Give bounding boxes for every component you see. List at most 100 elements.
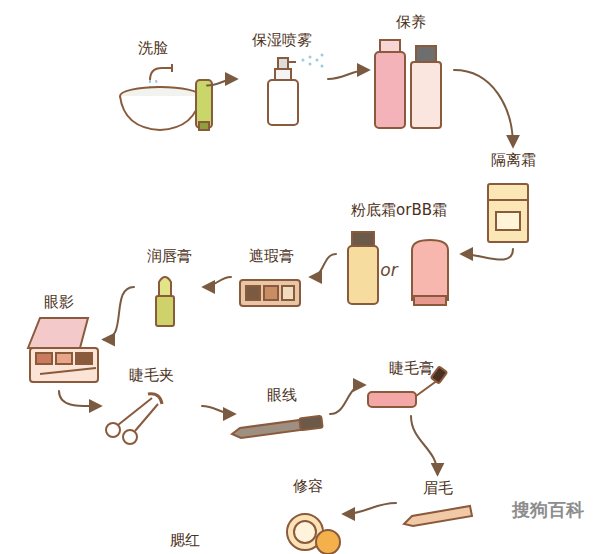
icon-shape <box>150 68 172 80</box>
step-node: 润唇膏 <box>138 246 200 328</box>
icon-shape <box>368 392 416 407</box>
icon-shape <box>156 296 174 326</box>
concealer-palette-icon <box>240 280 300 306</box>
step-node: 眼影 <box>18 292 100 387</box>
eyebrow-pencil-icon <box>404 506 472 526</box>
step-label: 眼影 <box>44 292 74 312</box>
icon-shape <box>246 286 260 300</box>
icon-shape <box>488 184 528 242</box>
icon-shape <box>118 398 152 425</box>
icon-shape <box>348 246 378 304</box>
flow-arrow <box>411 416 438 474</box>
flow-arrow <box>462 249 513 260</box>
watermark: 搜狗百科 <box>512 498 584 522</box>
icon-shape <box>264 286 278 300</box>
icon-shape <box>321 54 324 57</box>
icon-shape <box>316 530 340 554</box>
step-label: 洗脸 <box>138 38 168 58</box>
icon-shape <box>135 404 158 431</box>
flow-arrow <box>330 385 364 414</box>
icon-shape <box>316 59 319 62</box>
sink-icon <box>120 64 212 130</box>
icon-shape <box>171 64 173 72</box>
step-node: 眼线 <box>238 385 326 443</box>
step-label: 保养 <box>396 12 426 32</box>
icon-shape <box>232 420 301 438</box>
step-node: 保养 <box>372 12 450 128</box>
primer-box-icon <box>488 184 528 242</box>
icon-shape <box>404 506 472 526</box>
icon-shape <box>294 521 316 543</box>
eyeshadow-palette-icon <box>28 318 98 382</box>
step-node: 修容 <box>276 476 340 552</box>
eyeliner-icon <box>232 416 323 438</box>
icon-shape <box>30 348 98 382</box>
icon-shape <box>321 65 324 68</box>
step-label: 遮瑕膏 <box>249 246 294 266</box>
icon-shape <box>268 80 298 125</box>
step-label: 修容 <box>293 476 323 496</box>
step-node: 粉底霜orBB霜 <box>340 200 458 308</box>
step-node: 眉毛 <box>400 478 475 528</box>
step-label: 腮红 <box>170 530 200 550</box>
step-node: 腮红 <box>160 530 210 552</box>
icon-shape <box>352 232 374 246</box>
step-label: 润唇膏 <box>147 246 192 266</box>
icon-shape <box>309 63 312 66</box>
icon-shape <box>278 58 288 69</box>
icon-shape <box>56 353 72 364</box>
step-node: 睫毛夹 <box>104 365 198 447</box>
step-node: 遮瑕膏 <box>235 246 307 308</box>
icon-shape <box>120 96 200 130</box>
icon-shape <box>299 416 322 431</box>
icon-shape <box>416 46 436 62</box>
eyelash-curler-icon <box>106 394 162 444</box>
step-label: 粉底霜orBB霜 <box>351 200 447 220</box>
icon-shape <box>36 353 52 364</box>
icon-shape <box>375 52 405 128</box>
step-label: 眉毛 <box>423 478 453 498</box>
step-node: 保湿喷雾 <box>240 30 324 128</box>
contour-compact-icon <box>287 514 340 554</box>
icon-shape <box>288 61 296 63</box>
flow-arrow <box>59 391 100 406</box>
flow-arrow <box>311 254 336 277</box>
icon-shape <box>309 56 312 59</box>
icon-shape <box>380 40 400 52</box>
icon-shape <box>488 199 528 201</box>
icon-shape <box>275 69 291 80</box>
spray-bottle-icon <box>268 54 324 126</box>
foundation-icon <box>348 232 448 305</box>
step-node: 洗脸 <box>103 38 203 133</box>
icon-shape <box>106 423 120 437</box>
step-node: 睫毛膏 <box>368 358 454 412</box>
icon-shape <box>414 296 446 305</box>
flow-arrow <box>207 79 236 86</box>
flow-arrow <box>344 503 396 514</box>
icon-shape <box>196 80 212 128</box>
icon-shape <box>123 430 137 444</box>
icon-shape <box>496 212 520 230</box>
icon-shape <box>199 122 209 130</box>
flow-arrow <box>328 70 368 79</box>
skincare-bottles-icon <box>375 40 441 128</box>
step-label: 眼线 <box>267 385 297 405</box>
step-node: 隔离霜 <box>478 150 548 245</box>
icon-shape <box>411 62 441 128</box>
step-label: 睫毛膏 <box>389 358 434 378</box>
icon-shape <box>76 353 92 364</box>
step-label: 保湿喷雾 <box>252 30 312 50</box>
icon-shape <box>302 59 305 62</box>
flow-arrow <box>454 70 513 146</box>
step-label: 隔离霜 <box>491 150 536 170</box>
icon-shape <box>159 277 171 296</box>
icon-shape <box>28 318 88 348</box>
flow-arrow <box>204 277 231 287</box>
flow-arrow <box>202 406 234 414</box>
or-word: or <box>380 260 397 280</box>
icon-shape <box>148 394 162 404</box>
icon-shape <box>412 240 448 300</box>
